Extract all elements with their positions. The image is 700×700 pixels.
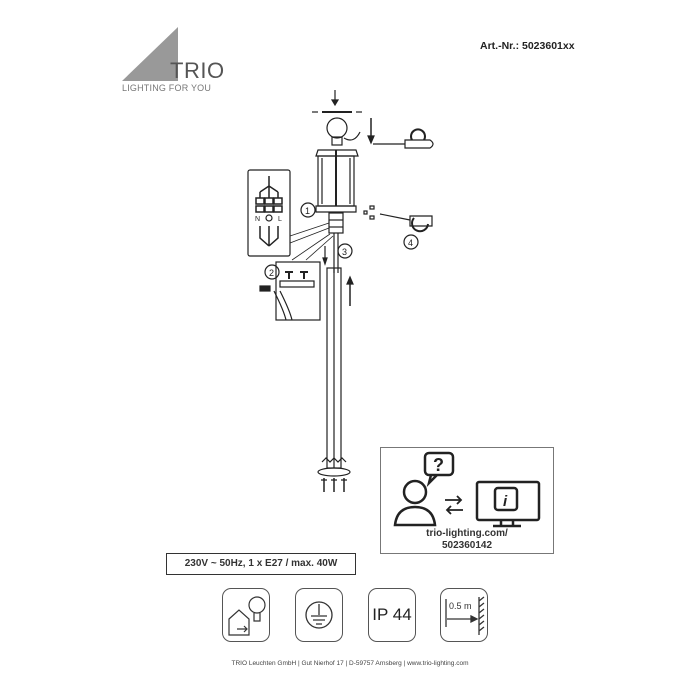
terminal-n: N <box>255 216 260 223</box>
indoor-outdoor-bulb-icon <box>222 588 270 642</box>
protective-earth-icon <box>295 588 343 642</box>
info-article: 502360142 <box>441 540 493 551</box>
logo-triangle-icon <box>122 27 178 81</box>
step-4: 4 <box>408 238 413 248</box>
step-1: 1 <box>305 206 310 216</box>
ip-rating: IP 44 <box>372 605 412 624</box>
cap-arrow-icon <box>330 90 340 107</box>
lantern-icon <box>315 149 359 213</box>
article-number: Art.-Nr.: 5023601xx <box>480 40 575 52</box>
distance-label: 0.5 m <box>449 601 472 611</box>
base-anchor-icon <box>317 457 351 492</box>
logo-name: TRIO <box>170 58 225 83</box>
step-2: 2 <box>269 268 274 278</box>
ip44-icon: IP 44 <box>368 588 416 642</box>
online-info-box: ? i trio-lighting.com/ 502360142 <box>380 447 554 554</box>
exchange-arrows-icon <box>445 495 463 515</box>
person-icon <box>393 479 437 527</box>
bulb-icon <box>326 117 348 146</box>
monitor-info-icon: i <box>475 480 541 528</box>
svg-text:i: i <box>503 493 508 510</box>
step-3: 3 <box>342 247 347 257</box>
screws-icon <box>285 271 308 279</box>
screwdriver-icon-2 <box>379 213 433 233</box>
info-url[interactable]: trio-lighting.com/ <box>426 528 508 539</box>
terminal-l: L <box>278 216 282 223</box>
assembly-diagram: 1 N L 2 3 4 <box>247 90 434 492</box>
question-bubble-icon: ? <box>423 451 455 488</box>
screwdriver-icon <box>373 128 434 149</box>
min-distance-icon: 0.5 m <box>440 588 488 642</box>
svg-text:?: ? <box>433 455 444 475</box>
pole-icon <box>326 267 342 469</box>
logo-tagline: LIGHTING FOR YOU <box>122 83 212 93</box>
electrical-spec: 230V ~ 50Hz, 1 x E27 / max. 40W <box>166 553 356 575</box>
footer-address: TRIO Leuchten GmbH | Gut Nierhof 17 | D-… <box>231 660 469 667</box>
